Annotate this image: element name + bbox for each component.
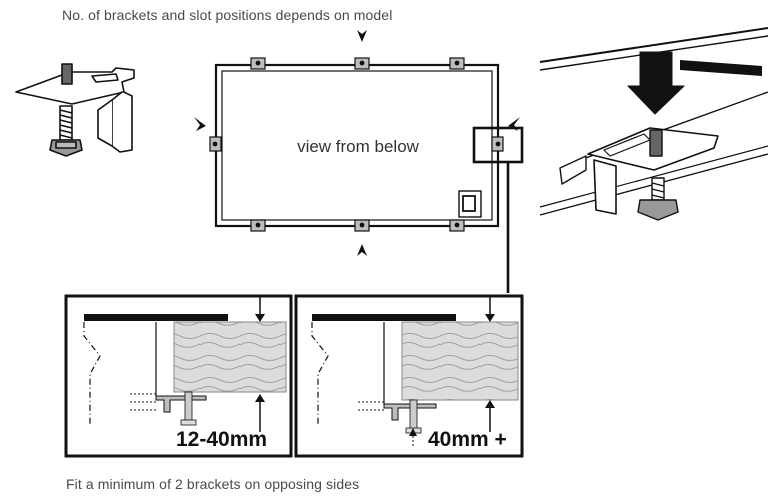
- arrow-bottom-icon: [357, 244, 367, 256]
- bracket-slot-bottom-right: [449, 219, 465, 232]
- down-arrow-icon: [627, 51, 685, 115]
- detail-right-label: 40mm +: [428, 428, 507, 451]
- detail-panel-left: [64, 294, 293, 458]
- bracket-slot-top-middle: [354, 57, 370, 70]
- connector-icon: [458, 190, 482, 218]
- installation-illustration-right: [539, 27, 768, 221]
- bracket-slot-bottom-left: [250, 219, 266, 232]
- bracket-slot-left: [209, 136, 222, 152]
- bracket-slot-right: [491, 136, 504, 152]
- bracket-illustration-left: [15, 63, 135, 157]
- bracket-slot-bottom-middle: [354, 219, 370, 232]
- bracket-slot-top-right: [449, 57, 465, 70]
- detail-panel-right: [294, 294, 524, 458]
- center-label: view from below: [297, 137, 420, 156]
- top-caption: No. of brackets and slot positions depen…: [62, 7, 393, 23]
- bottom-caption: Fit a minimum of 2 brackets on opposing …: [66, 476, 360, 492]
- arrow-top-icon: [357, 30, 367, 42]
- detail-callout: [472, 126, 524, 293]
- detail-left-label: 12-40mm: [176, 428, 267, 451]
- arrow-left-icon: [194, 117, 206, 131]
- bracket-slot-top-left: [250, 57, 266, 70]
